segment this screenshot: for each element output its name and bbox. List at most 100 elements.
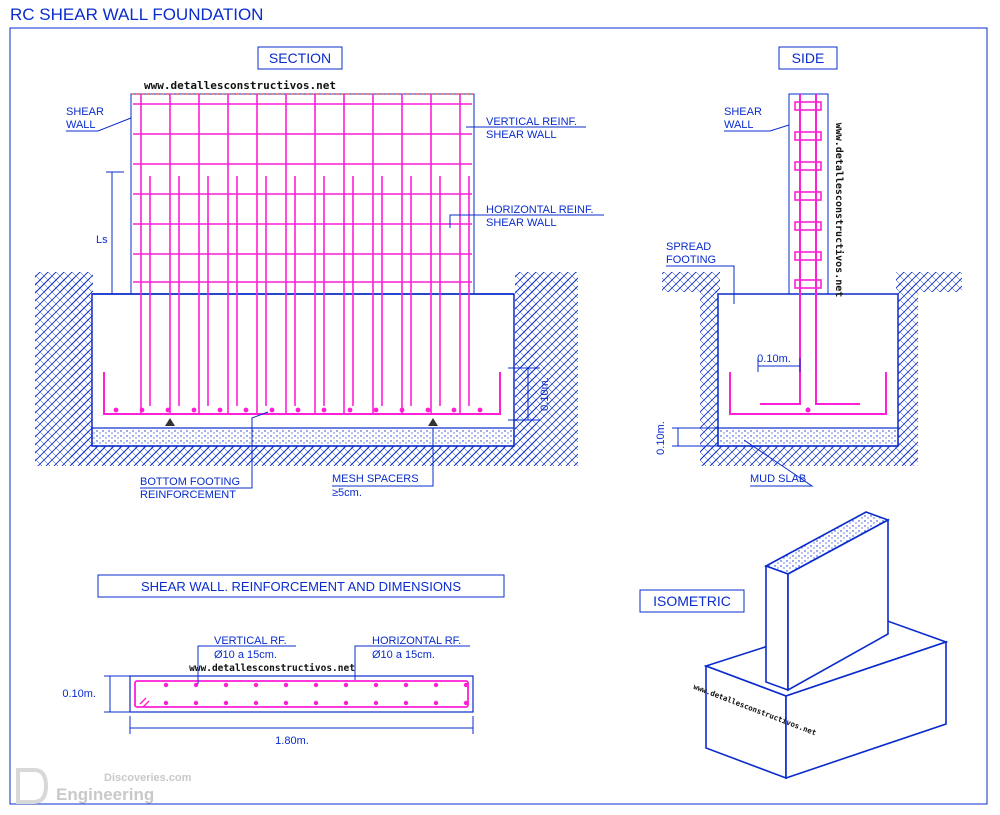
plan-bar-dot: [343, 700, 349, 706]
section-soil-right: [515, 283, 537, 463]
plan-bar-dot: [283, 700, 289, 706]
watermark-line1: Discoveries.com: [104, 772, 192, 784]
plan-bar-dot: [223, 682, 229, 688]
plan-bar-dot: [253, 700, 259, 706]
section-footing: [91, 293, 515, 447]
section-spacer-left: [165, 418, 175, 426]
iso-wall-end: [765, 564, 789, 692]
section-bottom-bar-dot: [347, 407, 353, 413]
side-spread-footing-label-2: FOOTING: [666, 254, 716, 266]
plan-website: www.detallesconstructivos.net: [189, 663, 355, 674]
drawing-title: RC SHEAR WALL FOUNDATION: [10, 5, 263, 24]
section-bottom-reinf-label-2: REINFORCEMENT: [140, 489, 236, 501]
plan-bar-dot: [373, 700, 379, 706]
plan-bar-dot: [163, 700, 169, 706]
plan-bar-dot: [403, 682, 409, 688]
side-stirrup: [794, 191, 822, 201]
section-bottom-bar-dot: [165, 407, 171, 413]
plan-label: SHEAR WALL. REINFORCEMENT AND DIMENSIONS: [141, 579, 461, 594]
plan-dim-length: 1.80m.: [275, 735, 309, 747]
plan-label-box: [97, 574, 505, 598]
watermark-line2: Engineering: [56, 785, 154, 804]
plan-bar-dot: [373, 682, 379, 688]
plan-bar-dot: [283, 682, 289, 688]
section-mesh-spacers-label-2: ≥5cm.: [332, 487, 362, 499]
section-vert-reinf-label-2: SHEAR WALL: [486, 129, 557, 141]
plan-bar-dot: [223, 700, 229, 706]
section-vert-reinf-label-1: VERTICAL REINF.: [486, 116, 577, 128]
side-website: www.detallesconstructivos.net: [833, 123, 845, 298]
section-bottom-bar-dot: [373, 407, 379, 413]
section-label: SECTION: [269, 50, 331, 66]
side-stirrup: [794, 279, 822, 289]
section-bottom-bar-dot: [217, 407, 223, 413]
section-soil-bottom: [70, 445, 537, 465]
watermark-logo-icon: [16, 768, 49, 804]
section-soil-left: [70, 283, 92, 463]
plan-bar-dot: [313, 682, 319, 688]
plan-horizontal-bar: [134, 680, 469, 708]
side-dim-width: 0.10m.: [757, 353, 791, 365]
section-bottom-bar-dot: [191, 407, 197, 413]
drawing-frame: [9, 27, 988, 805]
side-label-box: [778, 46, 838, 70]
section-shear-wall-label-1: SHEAR: [66, 106, 104, 118]
section-dim-height: 0.10m.: [539, 377, 551, 411]
side-footing: [717, 293, 899, 447]
side-soil-bottom: [700, 446, 918, 466]
side-stirrup: [794, 251, 822, 261]
plan-bar-dot: [343, 682, 349, 688]
side-spread-footing-label-1: SPREAD: [666, 241, 711, 253]
side-view: SIDE www.detallesconstructivos.net 0.10m…: [655, 46, 962, 487]
isometric-label-box: [639, 589, 745, 613]
section-bottom-bars: [113, 407, 483, 413]
side-mud-slab: [717, 427, 899, 447]
plan-bar-dot: [433, 682, 439, 688]
section-mesh-spacers-label-1: MESH SPACERS: [332, 473, 419, 485]
side-stirrup: [794, 131, 822, 141]
side-dim-slab: 0.10m.: [655, 421, 667, 455]
section-mud-slab: [91, 427, 515, 447]
section-bottom-bar-dot: [139, 407, 145, 413]
side-label: SIDE: [792, 50, 825, 66]
isometric-view: ISOMETRIC www.detallesconstructivos.net: [639, 511, 949, 780]
section-bottom-bar-dot: [477, 407, 483, 413]
section-bottom-reinf-label-1: BOTTOM FOOTING: [140, 476, 240, 488]
section-label-box: [257, 46, 343, 70]
side-shear-wall-label-2: WALL: [724, 119, 754, 131]
plan-horizontal-rf-label-1: HORIZONTAL RF.: [372, 635, 461, 647]
section-ls-label: Ls: [96, 234, 108, 246]
side-mud-slab-label: MUD SLAB: [750, 473, 806, 485]
section-bottom-bar-dot: [425, 407, 431, 413]
plan-bar-dot: [193, 700, 199, 706]
plan-dim-thickness: 0.10m.: [62, 688, 96, 700]
side-shear-wall-label-1: SHEAR: [724, 106, 762, 118]
section-rebar: [133, 94, 472, 414]
plan-wall-outline: [129, 675, 474, 713]
plan-vertical-rf-label-2: Ø10 a 15cm.: [214, 649, 277, 661]
iso-footing-side: [785, 640, 947, 780]
side-shear-wall: [788, 93, 829, 295]
side-soil-left: [700, 283, 718, 465]
section-bottom-bar-dot: [243, 407, 249, 413]
plan-vertical-rf-label-1: VERTICAL RF.: [214, 635, 287, 647]
plan-bar-dot: [403, 700, 409, 706]
section-bottom-bar-dot: [113, 407, 119, 413]
section-website: www.detallesconstructivos.net: [144, 79, 336, 92]
plan-horizontal-rf-label-2: Ø10 a 15cm.: [372, 649, 435, 661]
section-view: SECTION www.detallesconstructivos.net Ls: [35, 46, 604, 501]
side-rebar: [794, 101, 822, 289]
side-bottom-bar: [729, 372, 887, 415]
plan-bar-dot: [253, 682, 259, 688]
plan-bar-dot: [193, 682, 199, 688]
side-stirrup: [794, 101, 822, 111]
section-horiz-reinf-label-2: SHEAR WALL: [486, 217, 557, 229]
side-stirrup: [794, 161, 822, 171]
section-bottom-bar: [103, 372, 501, 415]
plan-bar-dot: [163, 682, 169, 688]
plan-bar-dot: [313, 700, 319, 706]
section-bottom-bar-dot: [269, 407, 275, 413]
plan-vertical-bars: [163, 682, 469, 706]
section-bottom-bar-dot: [451, 407, 457, 413]
watermark: Discoveries.com Engineering: [16, 768, 192, 804]
